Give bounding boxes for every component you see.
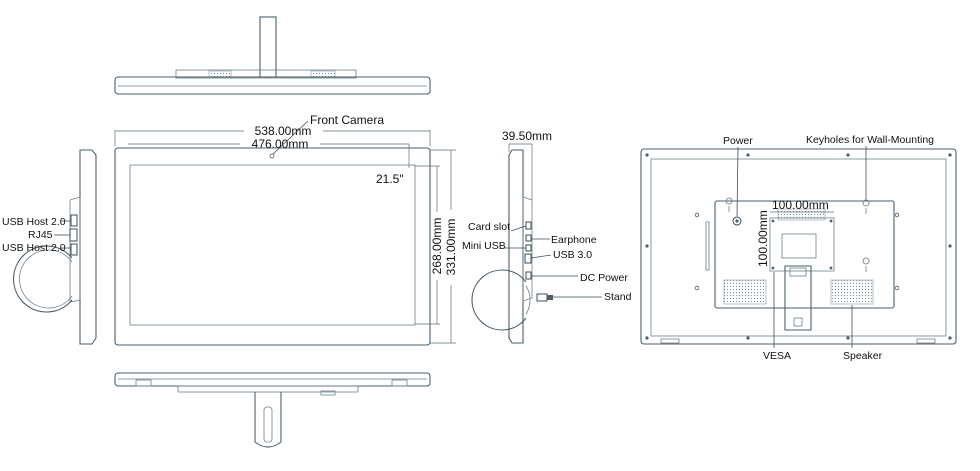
bottom-view-stand-slot [263,406,273,443]
rj45-port [69,228,78,242]
rear-stand [784,265,812,331]
rear-housing [714,200,895,309]
vesa-pattern [769,217,835,272]
left-side-stand-inner [19,249,73,309]
card-slot-port [525,221,532,230]
power-label: Power [723,135,753,147]
rear-stand-foot [793,317,803,327]
card-slot-leader [510,225,527,232]
front-view-screen [129,164,416,326]
front-camera-label: Front Camera [310,113,384,127]
usb-host-2-label: USB Host 2.0 [2,242,66,254]
top-view-vent-right [310,70,336,78]
overall-height-label: 331.00mm [444,219,458,276]
bottom-view-port [320,390,336,396]
rear-side-slot [705,221,710,271]
bottom-view-stand [254,392,282,448]
top-view-body [114,76,431,95]
right-side-stand-inner [525,285,531,315]
front-view-bezel [114,147,431,346]
top-view-stand-post [259,16,277,78]
dc-power-port [525,271,532,280]
bottom-view-rear-housing [177,385,359,393]
screen-height-label: 268.00mm [430,218,444,275]
vesa-h-label: 100.00mm [772,198,829,212]
stand-label: Stand [604,291,632,303]
power-leader [736,146,739,217]
usb-host-1-label: USB Host 2.0 [2,216,66,228]
rear-foot-left [660,338,680,344]
earphone-label: Earphone [551,234,597,246]
top-vent [777,208,826,221]
speaker-grille-left [723,279,767,305]
rear-perimeter-screws [645,153,952,340]
vesa-label: VESA [763,350,791,362]
right-side-body [508,149,524,344]
keyhole-icon [862,199,870,214]
keyhole-icon [862,257,870,272]
depth-label: 39.50mm [502,129,552,143]
rear-stand-top [789,267,807,277]
vesa-v-label: 100.00mm [756,210,770,267]
mini-usb-port [525,244,532,252]
rear-screw [694,212,700,218]
usb3-label: USB 3.0 [553,249,592,261]
rear-screw [894,285,900,291]
speaker-label: Speaker [843,350,883,362]
top-view [114,16,431,95]
left-side-body [79,149,97,345]
overall-width-label: 538.00mm [255,124,312,138]
top-view-vent-left [208,70,232,78]
rear-view: 100.00mm 100.00mm Power Keyholes for Wal… [640,134,957,362]
keyhole-icon [725,197,733,212]
left-side-view: USB Host 2.0 RJ45 USB Host 2.0 [2,149,97,345]
left-side-rear-housing [69,196,81,303]
right-side-stand-loop [471,269,527,331]
usb-host-1-port [70,214,78,227]
screen-width-label: 476.00mm [252,137,309,151]
bottom-view-body [114,372,431,387]
bottom-view-foot-right [391,379,408,387]
rear-foot-right [916,338,936,344]
rear-view-inner-border [650,158,947,337]
front-camera-icon [269,153,275,159]
bottom-view-foot-left [135,379,152,387]
rear-view-body [640,148,957,345]
bottom-view [114,372,431,448]
stand-knob-icon [536,293,553,302]
right-side-rear-housing [522,196,533,302]
card-slot-label: Card slot [468,221,510,233]
speaker-grille-right [830,279,874,305]
vesa-center-plate [781,233,817,259]
mini-usb-label: Mini USB [462,240,506,252]
usb3-port [524,253,532,264]
earphone-port [525,234,532,242]
rj45-label: RJ45 [28,229,53,241]
rear-screw [894,212,900,218]
usb-host-2-port [70,243,78,256]
screen-size-label: 21.5" [376,172,404,186]
front-camera-leader [271,120,309,156]
dc-power-label: DC Power [580,272,628,284]
right-side-view: 39.50mm Card slot Earphone Mini USB USB … [462,129,632,344]
keyholes-label: Keyholes for Wall-Mounting [806,134,934,146]
top-view-rear-housing [175,69,357,79]
front-view: 538.00mm 476.00mm Front Camera 21.5" 268… [114,113,458,346]
rear-screw [694,285,700,291]
left-side-stand-loop [12,245,73,313]
usb3-leader [530,254,552,259]
